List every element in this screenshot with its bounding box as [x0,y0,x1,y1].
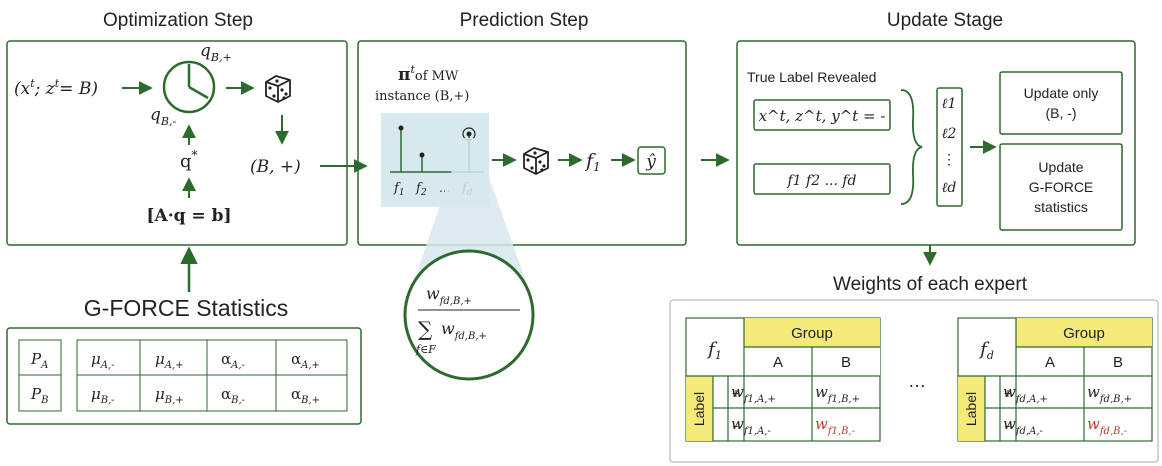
weights-table-f1: f1 Group A B Label + - wf1,A,+ wf1,B,+ w… [685,317,881,442]
zoom-circle: wfd,B,+ ∑ f∈F wfd,B,+ [403,249,535,381]
svg-text:wf1,A,-: wf1,A,- [731,415,771,437]
svg-text:wfd,B,+: wfd,B,+ [441,319,487,342]
svg-text:wfd,B,+: wfd,B,+ [426,284,472,307]
prediction-output-box [637,146,666,175]
svg-text:q*: q* [180,148,198,172]
prediction-box [357,40,687,246]
zoom-cone [411,138,529,290]
optimization-box [6,40,348,246]
update-box [736,40,1136,246]
svg-text:∑: ∑ [418,317,433,341]
gforce-title: G-FORCE Statistics [84,295,288,321]
sampled-group-label: (B, +) [250,157,301,177]
dice-icon [265,75,291,103]
true-label-heading: True Label Revealed [747,69,876,85]
svg-text:wf1,B,-: wf1,B,- [815,415,856,437]
svg-text:αB,-: αB,- [221,385,246,406]
svg-text:ℓ1: ℓ1 [942,96,957,112]
prediction-title: Prediction Step [460,10,589,31]
loss-box [936,87,963,207]
svg-text:ℓ2: ℓ2 [942,126,957,142]
svg-text:Label: Label [963,392,979,426]
svg-text:ℓd: ℓd [942,180,957,196]
update-gforce-box [999,143,1123,231]
svg-text:f1: f1 [393,181,405,198]
svg-text:wfd,A,+: wfd,A,+ [1003,383,1048,405]
update-only-box [999,71,1123,135]
svg-text:+: + [1004,385,1012,401]
q-b-plus-label: qB,+ [200,41,232,64]
weights-title: Weights of each expert [833,274,1028,295]
svg-text:πtof MW: πtof MW [398,63,459,85]
svg-text:...: ... [439,181,450,195]
svg-text:PB: PB [30,385,48,406]
weights-table-fd: fd Group A B Label + - wfd,A,+ wfd,B,+ w… [957,317,1153,442]
svg-text:wfd,B,-: wfd,B,- [1087,415,1128,437]
svg-text:-: - [1006,417,1011,433]
svg-text:⋮: ⋮ [942,152,956,168]
update-gforce-line3: statistics [1034,199,1088,215]
svg-text:f2: f2 [415,181,427,198]
svg-text:Label: Label [691,392,707,426]
selected-expert-label: f1 [584,150,601,174]
q-star-label: q* [180,148,198,172]
svg-text:wfd,B,+: wfd,B,+ [1087,383,1132,405]
svg-text:μB,-: μB,- [91,385,115,406]
svg-text:B: B [1113,354,1123,371]
prediction-output: ŷ [645,152,656,172]
svg-text:(xt; zt= B): (xt; zt= B) [14,77,98,99]
experts-list: f1 f2 ... fd [786,173,856,189]
revealed-data: x^t, z^t, y^t = - [759,107,886,125]
loss-list: ℓ1 ℓ2 ⋮ ℓd [942,96,957,196]
svg-text:f1: f1 [584,150,601,174]
update-only-group: (B, -) [1045,105,1076,121]
gforce-table: PA PB μA,- μA,+ αA,- αA,+ μB,- μB,+ αB,-… [18,339,348,412]
input-label: (xt; zt= B) [14,77,98,99]
svg-text:αB,+: αB,+ [291,385,320,406]
gforce-box [6,327,362,425]
tables-ellipsis: … [908,371,926,391]
revealed-data-box [753,99,891,131]
update-gforce-line2: G-FORCE [1029,179,1094,195]
svg-text:instance (B,+): instance (B,+) [375,89,469,104]
svg-text:+: + [732,385,740,401]
update-title: Update Stage [887,10,1003,31]
svg-text:μA,-: μA,- [91,350,115,371]
svg-text:Group: Group [1063,325,1105,342]
optimization-title: Optimization Step [103,10,253,31]
svg-text:Group: Group [791,325,833,342]
mw-instance-label: πtof MW instance (B,+) [375,63,469,104]
brace [900,89,923,205]
update-only-label: Update only [1024,85,1099,101]
constraint-label: [A·q = b] [146,206,231,226]
svg-text:μB,+: μB,+ [155,385,184,406]
svg-text:wfd,A,-: wfd,A,- [1003,415,1044,437]
svg-text:wf1,A,+: wf1,A,+ [731,383,776,405]
svg-text:A: A [773,354,783,371]
clock-icon [162,60,216,114]
dice-icon [523,147,549,175]
svg-text:PA: PA [30,350,48,371]
svg-text:μA,+: μA,+ [155,350,184,371]
svg-text:αA,-: αA,- [221,350,246,371]
svg-text:f∈F: f∈F [415,343,436,356]
svg-text:wf1,B,+: wf1,B,+ [815,383,860,405]
svg-text:-: - [734,417,739,433]
svg-text:qB,-: qB,- [150,105,176,128]
svg-text:qB,+: qB,+ [200,41,232,64]
svg-text:A: A [1045,354,1055,371]
svg-text:αA,+: αA,+ [291,350,320,371]
q-b-minus-label: qB,- [150,105,176,128]
weights-panel [669,299,1159,463]
svg-text:B: B [841,354,851,371]
update-gforce-line1: Update [1038,159,1083,175]
experts-box [753,163,891,195]
